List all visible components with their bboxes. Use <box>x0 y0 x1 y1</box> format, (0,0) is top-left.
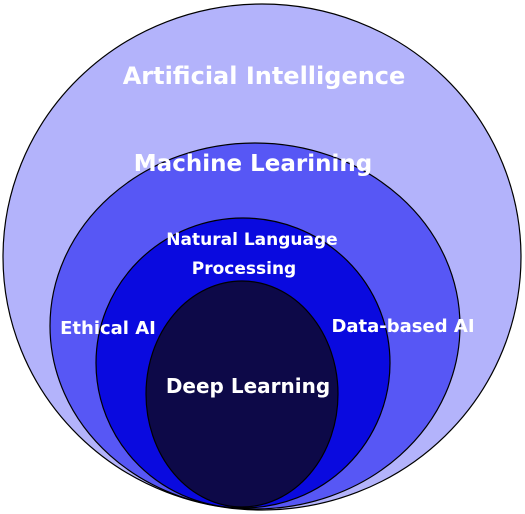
ring-deep-learning <box>145 280 339 508</box>
label-artificial-intelligence: Artificial Intelligence <box>123 62 406 90</box>
label-ethical-ai: Ethical AI <box>60 318 156 339</box>
label-nlp-line2: Processing <box>192 259 296 279</box>
label-machine-learning: Machine Learining <box>134 151 372 177</box>
label-data-based-ai: Data-based AI <box>331 316 474 337</box>
label-nlp-line1: Natural Language <box>166 230 337 250</box>
label-deep-learning: Deep Learning <box>166 374 330 398</box>
